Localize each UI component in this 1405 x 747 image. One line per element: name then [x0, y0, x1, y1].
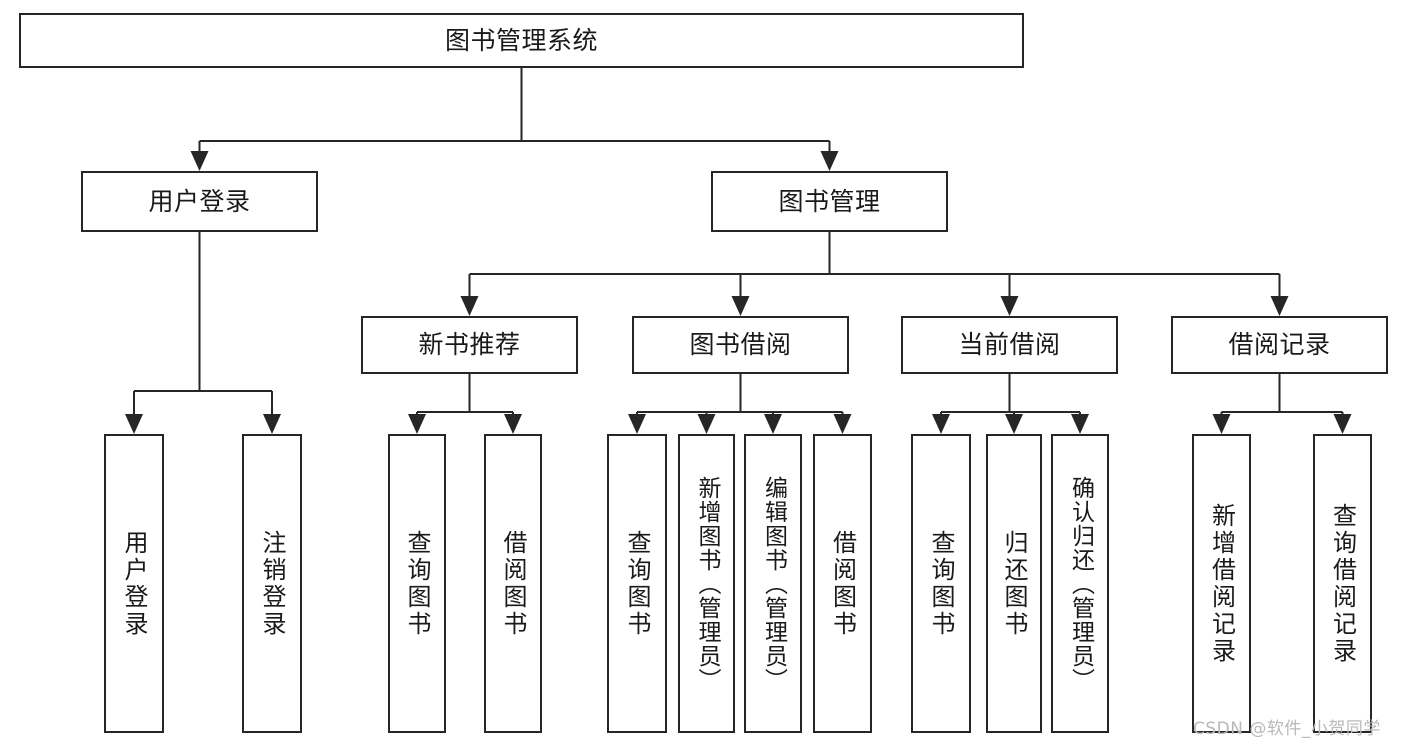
node-label: 借阅图书	[499, 529, 527, 638]
node-book-borrow[interactable]: 图书借阅	[632, 316, 849, 374]
node-leaf-user-login[interactable]: 用户登录	[104, 434, 164, 733]
node-new-book-recommend[interactable]: 新书推荐	[361, 316, 578, 374]
node-user-login[interactable]: 用户登录	[81, 171, 318, 232]
node-leaf-borrow-book-1[interactable]: 借阅图书	[484, 434, 542, 733]
node-label: 用户登录	[148, 186, 251, 216]
node-leaf-return-book[interactable]: 归还图书	[986, 434, 1042, 733]
node-label: 查询图书	[927, 529, 955, 638]
node-label: 借阅记录	[1228, 330, 1331, 360]
node-label: 新增借阅记录	[1207, 502, 1236, 665]
node-leaf-query-book-2[interactable]: 查询图书	[607, 434, 667, 733]
node-leaf-query-book-3[interactable]: 查询图书	[911, 434, 971, 733]
node-label: 确认归还（管理员）	[1067, 475, 1094, 692]
node-label: 编辑图书（管理员）	[760, 475, 787, 692]
node-leaf-add-book[interactable]: 新增图书（管理员）	[678, 434, 735, 733]
node-label: 查询图书	[403, 529, 431, 638]
node-label: 查询图书	[623, 529, 651, 638]
node-label: 图书管理系统	[444, 25, 598, 55]
node-borrow-record[interactable]: 借阅记录	[1171, 316, 1388, 374]
node-leaf-query-borrow-record[interactable]: 查询借阅记录	[1313, 434, 1372, 733]
node-label: 查询借阅记录	[1328, 502, 1357, 665]
node-label: 图书借阅	[689, 330, 792, 360]
node-label: 图书管理	[778, 186, 881, 216]
node-leaf-confirm-return[interactable]: 确认归还（管理员）	[1051, 434, 1109, 733]
node-label: 借阅图书	[828, 529, 857, 638]
node-label: 新书推荐	[418, 330, 521, 360]
node-root[interactable]: 图书管理系统	[19, 13, 1024, 68]
node-leaf-query-book-1[interactable]: 查询图书	[388, 434, 446, 733]
node-label: 注销登录	[258, 529, 286, 638]
watermark: CSDN @软件_小贺同学	[1193, 719, 1381, 739]
node-leaf-edit-book[interactable]: 编辑图书（管理员）	[744, 434, 802, 733]
node-label: 当前借阅	[958, 330, 1061, 360]
node-leaf-user-logout[interactable]: 注销登录	[242, 434, 302, 733]
node-label: 归还图书	[1000, 529, 1028, 638]
node-book-manage[interactable]: 图书管理	[711, 171, 948, 232]
node-leaf-add-borrow-record[interactable]: 新增借阅记录	[1192, 434, 1251, 733]
node-label: 新增图书（管理员）	[694, 475, 720, 692]
node-leaf-borrow-book-2[interactable]: 借阅图书	[813, 434, 872, 733]
node-label: 用户登录	[120, 529, 148, 638]
node-current-borrow[interactable]: 当前借阅	[901, 316, 1118, 374]
